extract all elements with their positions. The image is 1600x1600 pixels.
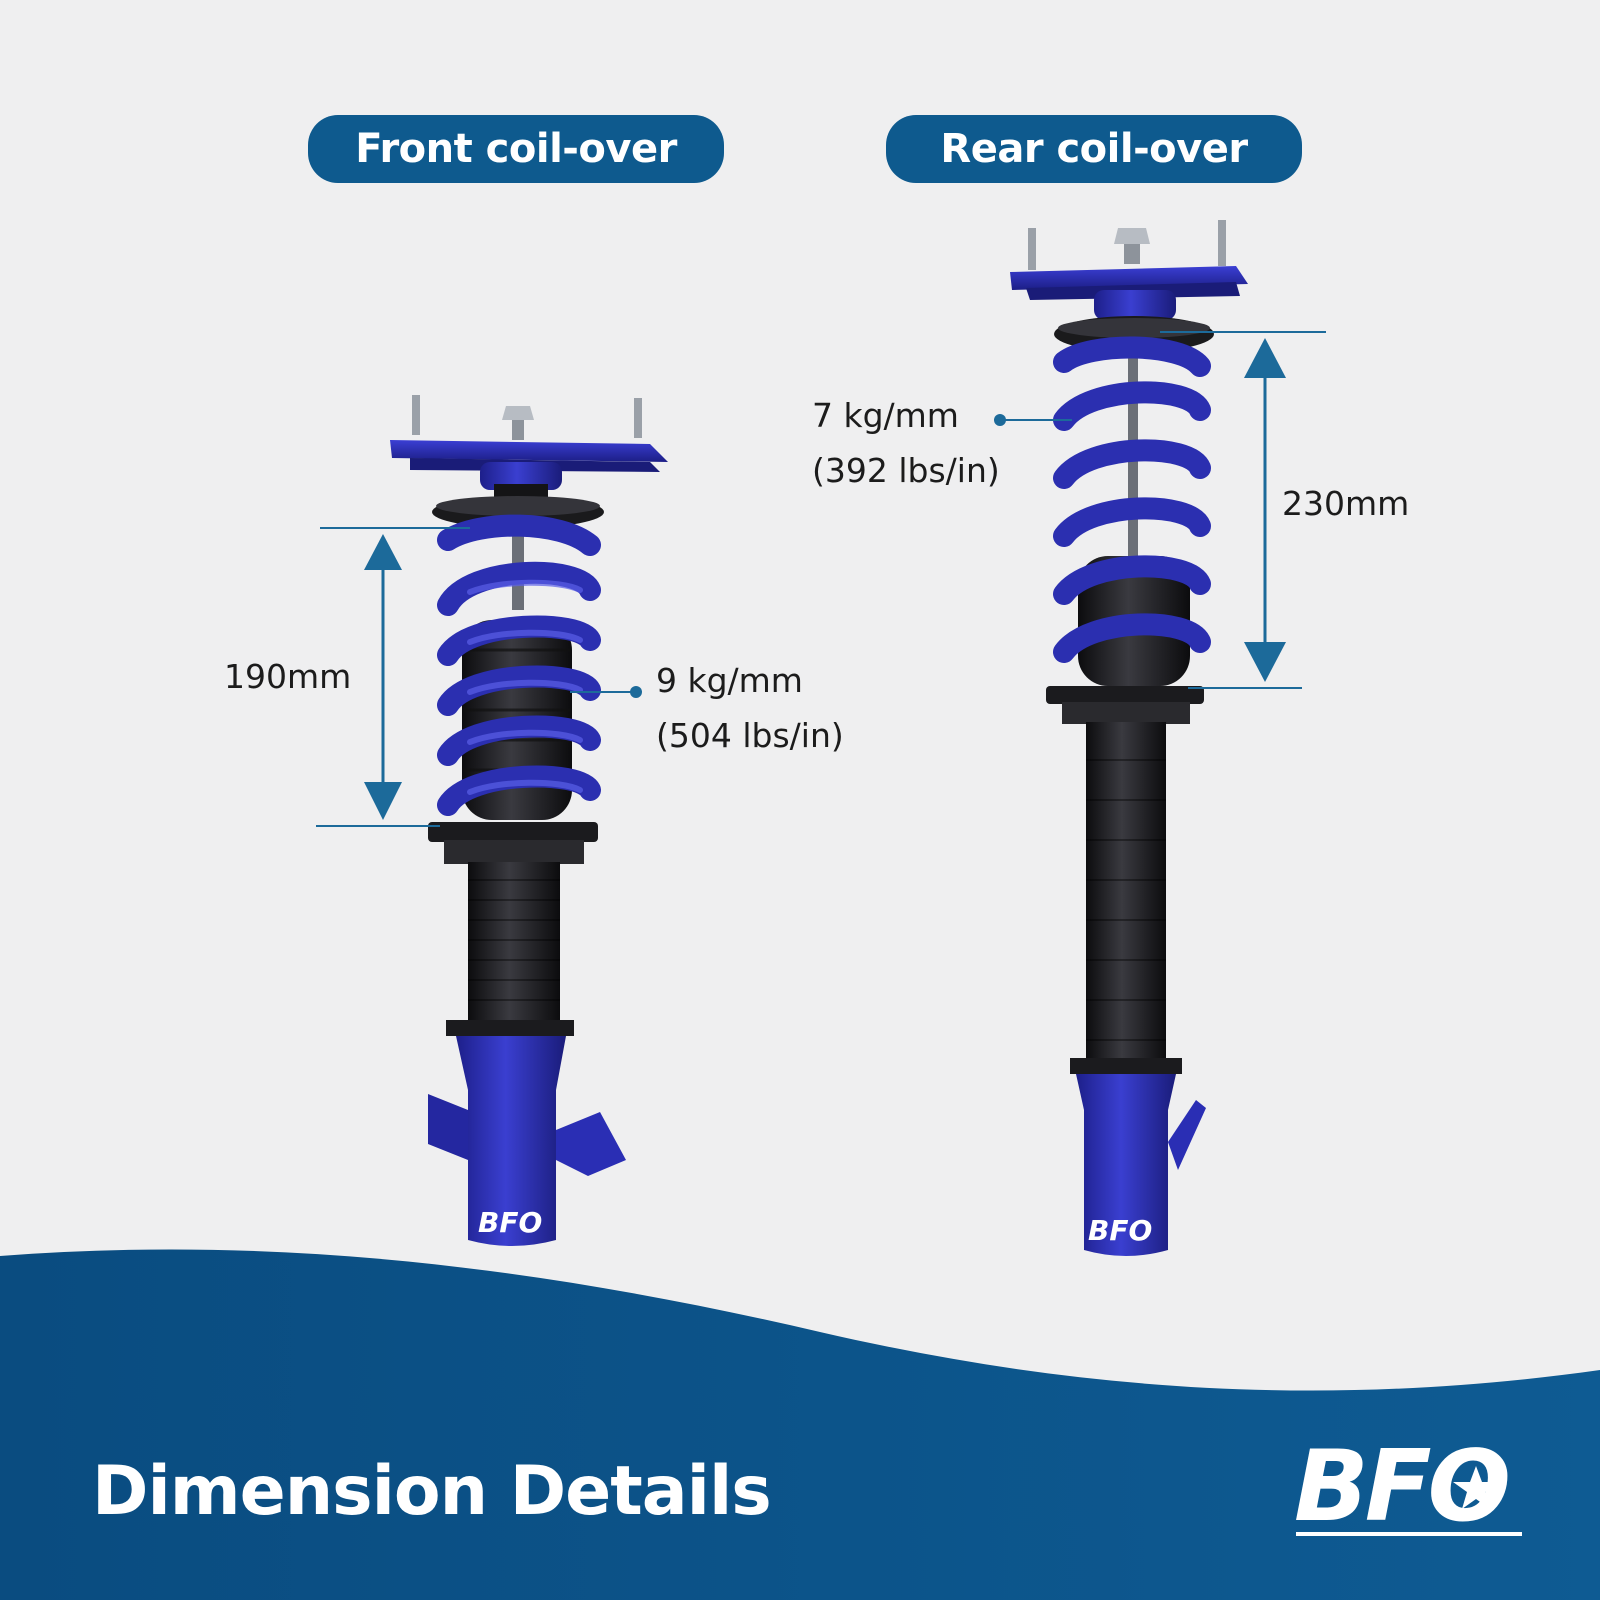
front-dimension (316, 527, 642, 827)
front-spring (437, 514, 601, 816)
footer-wave (0, 1249, 1600, 1600)
front-nut (502, 406, 534, 420)
front-bracket-left (428, 1094, 468, 1160)
front-rate-label: 9 kg/mm (504 lbs/in) (656, 653, 844, 763)
rear-rate-kg: 7 kg/mm (812, 396, 959, 435)
front-lock-ring (446, 1020, 574, 1036)
rear-body-logo: BFO (1088, 1214, 1152, 1247)
front-coilover-badge-label: Front coil-over (355, 126, 677, 172)
star-icon (1453, 1466, 1499, 1509)
rear-length-label: 230mm (1282, 484, 1410, 523)
rear-threaded-body (1086, 722, 1166, 1060)
rear-coilover-badge-label: Rear coil-over (940, 126, 1248, 172)
dimension-details-title: Dimension Details (92, 1452, 772, 1531)
front-top-plate (390, 440, 668, 462)
front-rate-kg: 9 kg/mm (656, 661, 803, 700)
front-dimension-arrow-down (364, 782, 402, 820)
rear-dimension-arrow-down (1244, 642, 1286, 682)
front-rate-dot (630, 686, 642, 698)
rear-coilover-badge: Rear coil-over (886, 115, 1302, 183)
front-lower-seat (428, 822, 598, 842)
brand-logo: BFO (1294, 1430, 1522, 1544)
front-lower-housing (456, 1036, 566, 1246)
front-stud-right (634, 398, 642, 438)
front-body-logo: BFO (478, 1206, 542, 1239)
front-rate-lbs: (504 lbs/in) (656, 716, 844, 755)
front-bracket-right (556, 1112, 626, 1176)
front-threaded-body (468, 862, 560, 1022)
rear-dimension (994, 331, 1326, 689)
rear-spring (1053, 336, 1211, 663)
front-stud-left (412, 395, 420, 435)
rear-rate-dot (994, 414, 1006, 426)
rear-rate-lbs: (392 lbs/in) (812, 451, 1000, 490)
front-length-label: 190mm (224, 657, 352, 696)
rear-rate-label: 7 kg/mm (392 lbs/in) (812, 388, 1000, 498)
front-coilover-badge: Front coil-over (308, 115, 724, 183)
rear-coilover: BFO (1010, 220, 1248, 1256)
rear-dimension-arrow-up (1244, 338, 1286, 378)
front-coilover: BFO (390, 395, 668, 1246)
rear-lower-housing (1076, 1074, 1176, 1256)
front-dimension-arrow-up (364, 534, 402, 570)
rear-lower-seat (1046, 686, 1204, 704)
